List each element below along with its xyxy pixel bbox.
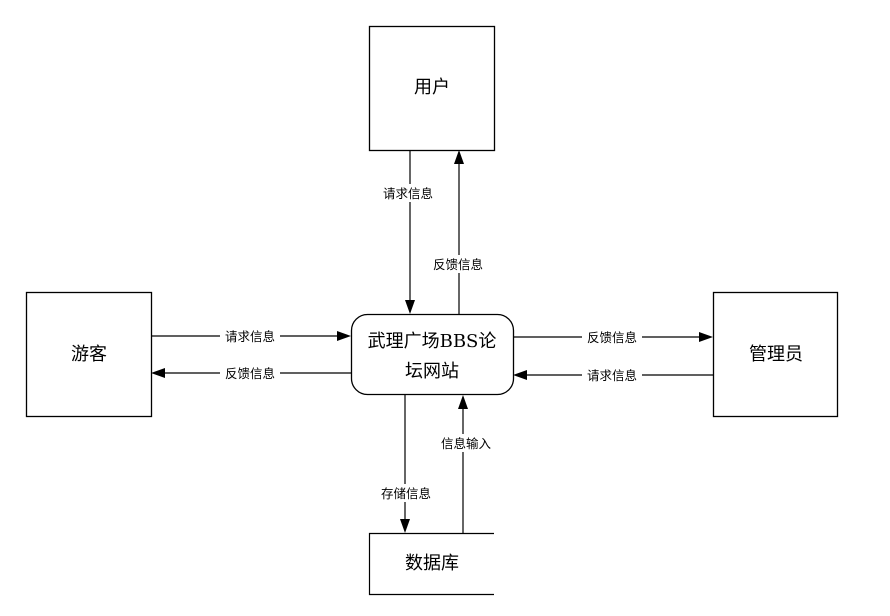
flow-label-user-feedback: 反馈信息	[433, 257, 483, 272]
entity-admin[interactable]: 管理员	[712, 291, 839, 418]
flow-label-visitor-request: 请求信息	[225, 329, 275, 344]
flow-user-feedback: 反馈信息	[428, 150, 488, 314]
datastore-border	[368, 532, 494, 596]
arrow-down-icon	[405, 300, 415, 314]
process-bbs-site[interactable]: 武理广场BBS论 坛网站	[350, 313, 515, 396]
flow-label-db-store: 存储信息	[381, 486, 431, 501]
arrow-up-icon	[458, 395, 468, 409]
flow-admin-feedback: 反馈信息	[513, 328, 713, 346]
datastore-label: 数据库	[405, 553, 459, 574]
entity-admin-label: 管理员	[749, 344, 803, 365]
process-label-line1: 武理广场BBS论	[368, 331, 497, 352]
arrow-down-icon	[400, 519, 410, 533]
flow-visitor-request: 请求信息	[151, 327, 351, 345]
entity-visitor-label: 游客	[71, 344, 107, 365]
arrow-up-icon	[454, 150, 464, 164]
flow-label-visitor-feedback: 反馈信息	[225, 366, 275, 381]
arrow-left-icon	[151, 368, 165, 378]
arrow-right-icon	[699, 332, 713, 342]
flow-label-user-request: 请求信息	[383, 186, 433, 201]
datastore-database[interactable]: 数据库	[368, 532, 495, 596]
process-box	[350, 313, 515, 396]
arrow-left-icon	[513, 370, 527, 380]
process-label-line2: 坛网站	[405, 361, 459, 382]
entity-visitor[interactable]: 游客	[25, 291, 153, 418]
entity-admin-box	[712, 291, 839, 418]
flow-visitor-feedback: 反馈信息	[151, 364, 351, 382]
entity-visitor-box	[25, 291, 153, 418]
flow-label-admin-request: 请求信息	[587, 368, 637, 383]
flow-admin-request: 请求信息	[513, 366, 713, 384]
entity-user-label: 用户	[414, 77, 450, 98]
entity-user[interactable]: 用户	[368, 25, 496, 152]
flow-label-admin-feedback: 反馈信息	[587, 330, 637, 345]
flow-db-input: 信息输入	[436, 395, 496, 533]
flow-user-request: 请求信息	[378, 150, 438, 314]
flow-db-store: 存储信息	[376, 395, 436, 533]
flow-label-db-input: 信息输入	[441, 436, 492, 451]
entity-user-box	[368, 25, 496, 152]
arrow-right-icon	[337, 331, 351, 341]
datastore-fill	[369, 533, 495, 595]
